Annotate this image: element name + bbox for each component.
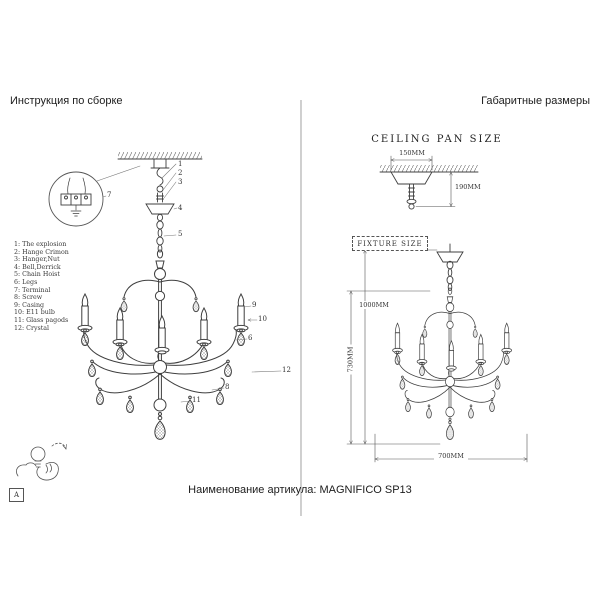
parts-list-item: 6: Legs — [14, 278, 38, 286]
ceiling-pan-size-title: CEILING PAN SIZE — [371, 134, 503, 145]
parts-list-item: 10: E11 bulb — [14, 309, 55, 317]
ceiling-pan-diagram — [379, 155, 479, 210]
callout-8: 8 — [225, 383, 230, 391]
callout-12: 12 — [282, 366, 291, 374]
parts-list-item: 5: Chain Hoist — [14, 271, 60, 279]
parts-list-item: 7: Terminal — [14, 286, 51, 294]
parts-list-item: 3: Hanger,Nut — [14, 256, 60, 264]
pan-height-dimension: 190MM — [455, 183, 481, 191]
parts-list-item: 8: Screw — [14, 294, 43, 302]
fixture-size-label-box: FIXTURE SIZE — [352, 236, 428, 251]
callout-6: 6 — [248, 334, 253, 342]
parts-list-item: 1: The explosion — [14, 241, 67, 248]
fixture-width-dimension: 700MM — [434, 452, 468, 460]
parts-list-item: 2: Hange Crimon — [14, 248, 69, 256]
callout-7: 7 — [107, 191, 112, 199]
parts-list-item: 4: Bell,Derrick — [14, 263, 61, 271]
callout-10: 10 — [258, 315, 267, 323]
callout-2: 2 — [178, 169, 183, 177]
callout-1: 1 — [178, 160, 183, 168]
article-name: Наименование артикула: MAGNIFICO SP13 — [188, 484, 412, 496]
body-height-dimension: 730MM — [346, 344, 356, 375]
callout-3: 3 — [178, 178, 183, 186]
detail-a-box: A — [9, 488, 24, 502]
left-section-title: Инструкция по сборке — [10, 95, 123, 107]
bulb-install-sketch — [16, 442, 66, 481]
right-section-title: Габаритные размеры — [481, 95, 590, 107]
parts-list-item: 11: Glass pagods — [14, 316, 69, 324]
parts-list-item: 9: Casing — [14, 301, 45, 309]
callout-9: 9 — [252, 301, 257, 309]
callout-4: 4 — [178, 204, 183, 212]
detail-a-label: A — [13, 491, 20, 499]
callout-11: 11 — [192, 396, 201, 404]
left-assembly-diagram — [16, 152, 282, 481]
callout-5: 5 — [178, 230, 183, 238]
total-height-dimension: 1000MM — [356, 301, 392, 309]
parts-list-item: 12: Crystal — [14, 324, 50, 332]
parts-list: 1: The explosion 2: Hange Crimon 3: Hang… — [14, 241, 69, 332]
callout-leaders — [102, 163, 282, 403]
fixture-diagram — [346, 243, 527, 463]
pan-width-dimension: 150MM — [396, 149, 428, 157]
fixture-size-label: FIXTURE SIZE — [357, 239, 423, 248]
